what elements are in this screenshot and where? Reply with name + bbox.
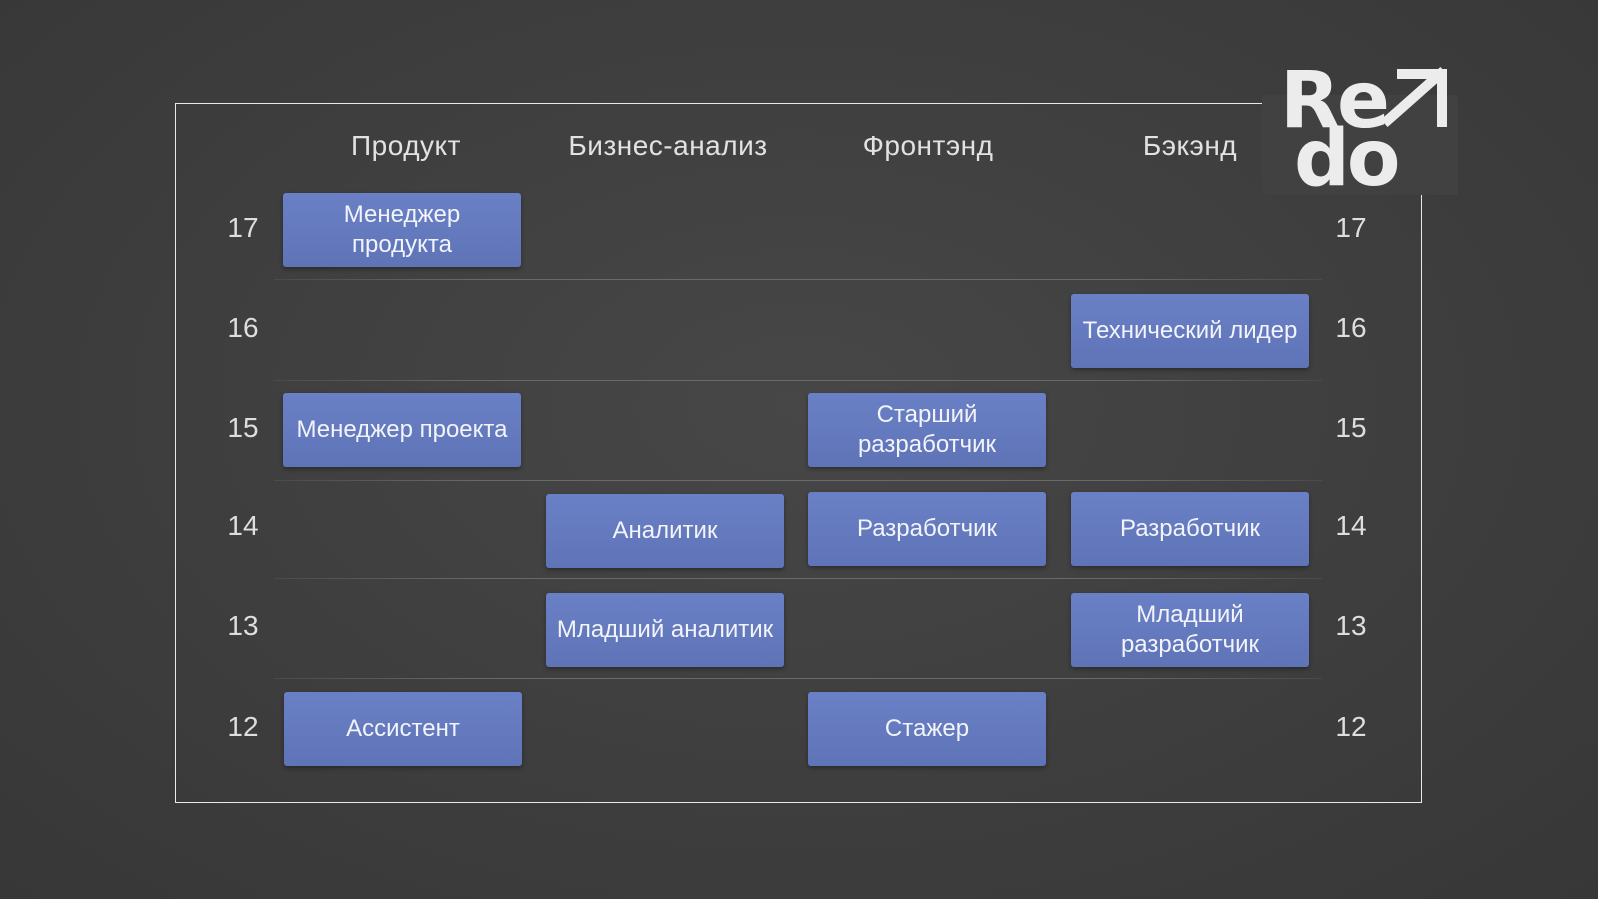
column-header-business-analysis: Бизнес-анализ — [568, 130, 768, 161]
logo-text-do: do — [1294, 114, 1400, 204]
logo-text-re: Re — [1280, 56, 1390, 146]
row-divider — [274, 480, 1322, 481]
arrow-up-right-icon — [1382, 66, 1448, 128]
role-project-manager: Менеджер проекта — [283, 393, 521, 467]
role-tech-lead: Технический лидер — [1071, 294, 1309, 368]
role-analyst: Аналитик — [546, 494, 784, 568]
level-label-left: 17 — [227, 212, 259, 243]
level-label-left: 13 — [227, 610, 259, 641]
level-label-right: 14 — [1335, 510, 1367, 541]
column-header-frontend: Фронтэнд — [862, 130, 994, 161]
role-senior-frontend-developer: Старший разработчик — [808, 393, 1046, 467]
role-assistant: Ассистент — [284, 692, 522, 766]
level-label-right: 12 — [1335, 711, 1367, 742]
row-divider — [274, 678, 1322, 679]
row-divider — [274, 578, 1322, 579]
level-label-right: 15 — [1335, 412, 1367, 443]
role-backend-developer: Разработчик — [1071, 492, 1309, 566]
logo-backdrop — [1262, 95, 1458, 195]
role-intern: Стажер — [808, 692, 1046, 766]
level-label-left: 12 — [227, 711, 259, 742]
column-header-product: Продукт — [351, 130, 461, 161]
level-label-left: 15 — [227, 412, 259, 443]
level-label-left: 14 — [227, 510, 259, 541]
level-label-left: 16 — [227, 312, 259, 343]
row-divider — [274, 279, 1322, 280]
role-junior-analyst: Младший аналитик — [546, 593, 784, 667]
level-label-right: 16 — [1335, 312, 1367, 343]
redo-logo: Re do — [1278, 56, 1454, 198]
column-header-backend: Бэкэнд — [1142, 130, 1238, 161]
role-junior-backend-developer: Младший разработчик — [1071, 593, 1309, 667]
grade-matrix-frame — [175, 103, 1422, 803]
level-label-right: 17 — [1335, 212, 1367, 243]
role-frontend-developer: Разработчик — [808, 492, 1046, 566]
role-product-manager: Менеджер продукта — [283, 193, 521, 267]
level-label-right: 13 — [1335, 610, 1367, 641]
row-divider — [274, 380, 1322, 381]
